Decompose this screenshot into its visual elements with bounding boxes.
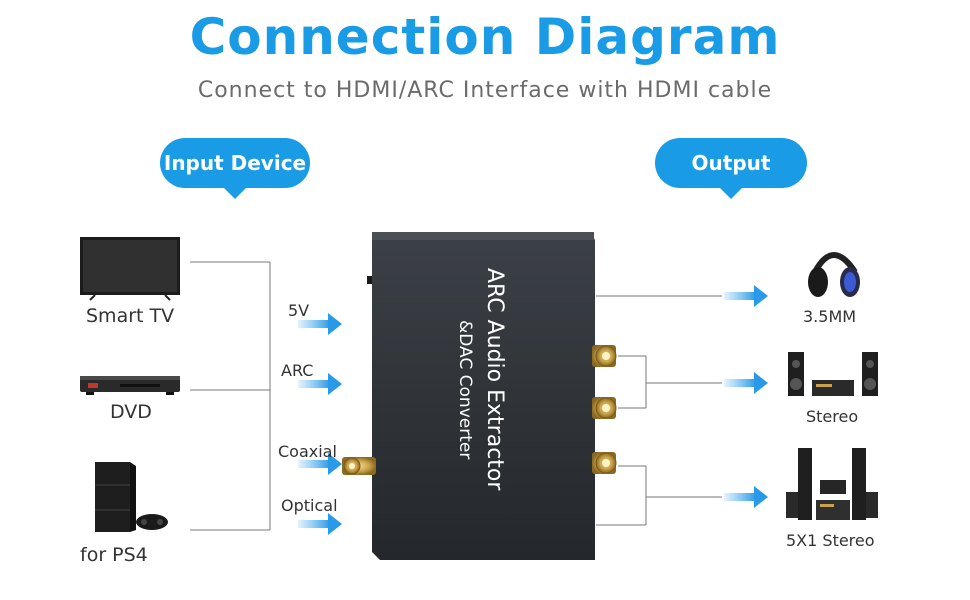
input-label-smart-tv: Smart TV: [86, 305, 175, 327]
signal-label-5v: 5V: [288, 301, 310, 320]
device-label-1: ARC Audio Extractor: [482, 268, 507, 491]
device-label-2: &DAC Converter: [455, 320, 475, 459]
output-connector-lines: [596, 295, 722, 526]
output-device-bubble: Output Device: [655, 138, 807, 225]
output-bubble-tail: [719, 187, 743, 199]
arrow-3-5mm: [724, 285, 768, 307]
signal-label-optical: Optical: [281, 496, 338, 515]
input-connector-lines: [190, 261, 271, 531]
stereo-speakers-icon: [788, 352, 878, 396]
input-bubble-tail: [223, 187, 247, 199]
input-label-ps4: for PS4: [80, 544, 148, 566]
output-label-5x1-stereo: 5X1 Stereo: [786, 531, 875, 550]
output-label-3-5mm: 3.5MM: [803, 307, 857, 326]
arrow-stereo: [724, 372, 768, 394]
page-title: Connection Diagram: [189, 8, 781, 66]
arrow-5x1: [724, 486, 768, 508]
signal-label-arc: ARC: [281, 361, 314, 380]
input-label-dvd: DVD: [110, 401, 152, 423]
output-label-stereo: Stereo: [806, 407, 859, 426]
dvd-player-icon: [80, 376, 180, 395]
arc-extractor-device: ARC Audio Extractor &DAC Converter: [367, 232, 595, 560]
headphones-icon: [808, 252, 860, 297]
arrow-optical: [298, 513, 342, 535]
surround-speakers-icon: [786, 448, 878, 520]
rca-output-jacks: [592, 345, 617, 474]
coaxial-input-jack: [342, 457, 376, 475]
signal-label-coaxial: Coaxial: [278, 442, 337, 461]
tv-icon: [80, 237, 180, 301]
input-device-bubble: Input Device: [160, 138, 310, 188]
page-subtitle: Connect to HDMI/ARC Interface with HDMI …: [197, 78, 773, 103]
ps4-icon: [95, 462, 168, 532]
